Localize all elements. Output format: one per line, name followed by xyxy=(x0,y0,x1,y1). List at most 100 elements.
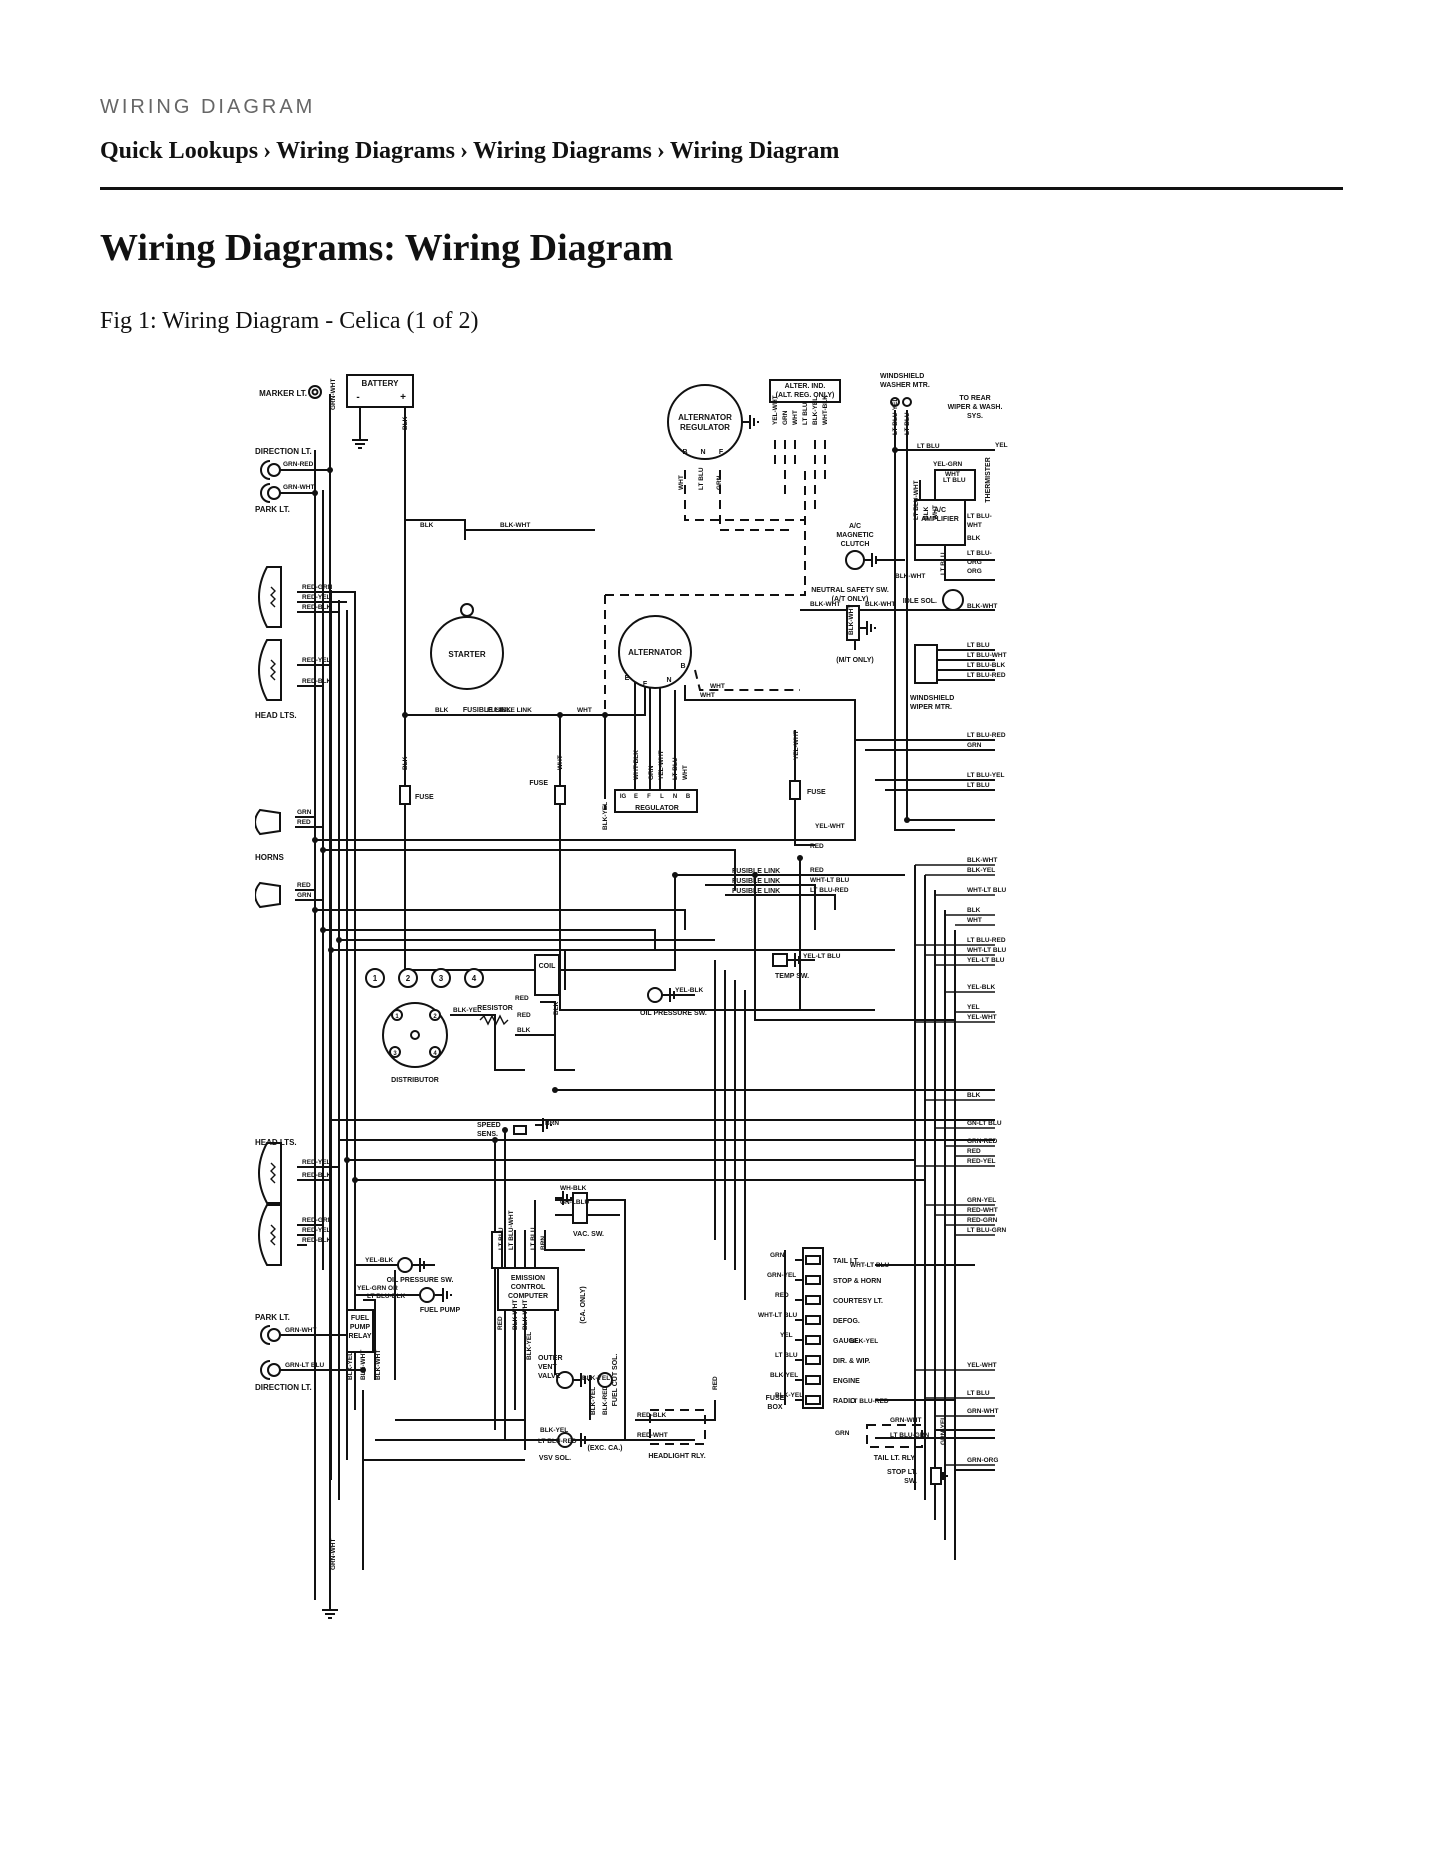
alternator-terminal: F xyxy=(643,681,648,688)
wire-label-coil-dist: BLK xyxy=(553,1001,560,1015)
breadcrumb-wiring-diagram[interactable]: Wiring Diagram xyxy=(669,138,840,164)
fusible-link-label: FUSIBLE LINK xyxy=(732,878,780,885)
wire-label-starter-fusible: WHT xyxy=(710,683,725,690)
wire-label-starter-fusible: YEL-WHT xyxy=(793,730,800,760)
wire-label-fusible-links: RED xyxy=(810,867,824,874)
junction-dot xyxy=(502,1127,508,1133)
direction-lamp-bottom-bulb xyxy=(267,1363,281,1377)
wire-label-wiper: LT BLU-WHT xyxy=(967,652,1007,659)
wire-label-relay: BLK-YEL xyxy=(347,1352,354,1380)
wire-label-fuse-box-wires: YEL xyxy=(780,1332,793,1339)
idle-sol-label: IDLE SOL. xyxy=(903,598,937,605)
wire-label-amp-wires: WHT xyxy=(932,505,939,520)
wire-label-tail-rly: GRN-YEL xyxy=(940,1416,947,1445)
wire-label-amp-wires: WHT xyxy=(967,522,982,529)
ac-amplifier xyxy=(914,499,966,546)
wire xyxy=(363,1299,376,1380)
wire-label-fuse-box-wires: GRN-YEL xyxy=(767,1272,796,1279)
resistor xyxy=(479,1014,509,1026)
wire-label-alter-ind: BLK-YEL xyxy=(812,397,819,425)
coil-label: COIL xyxy=(539,963,556,970)
alt-reg-terminal: B xyxy=(682,449,687,456)
wire-label-fuel-pump: LT BLU-BLK xyxy=(367,1293,405,1300)
oil-pressure-sw-label: OIL PRESSURE SW. xyxy=(640,1010,707,1017)
wire-label-starter-fusible: BLK-WHT xyxy=(500,522,530,529)
marker-lt-label: MARKER LT. xyxy=(259,389,307,398)
neutral-safety-label: NEUTRAL SAFETY SW. xyxy=(811,587,889,594)
breadcrumb-quick-lookups[interactable]: Quick Lookups xyxy=(100,138,259,164)
wire-label-vac: GN-LBLU xyxy=(560,1199,590,1206)
battery-label: BATTERY xyxy=(362,379,400,388)
wire-label-horns: GRN xyxy=(297,809,312,816)
wire-label-right-bundle: LT BLU-GRN xyxy=(967,1227,1007,1234)
wire-label-headlight-bottom: RED-BLK xyxy=(302,1172,332,1179)
vsv-sol xyxy=(557,1432,573,1448)
wire-label-computer: LT BLU-WHT xyxy=(508,1210,515,1250)
fuse-box-label: BOX xyxy=(767,1404,783,1411)
wire-label-alter-ind: WHT xyxy=(792,410,799,425)
wire xyxy=(794,800,815,846)
fuel-pump-relay-label: PUMP xyxy=(350,1324,371,1331)
wire-label-right-bundle: WHT xyxy=(967,917,982,924)
wire-label-right-bundle: BLK-YEL xyxy=(967,867,995,874)
wire-label-washer: LT BLU xyxy=(943,477,966,484)
wire-label-alt-reg: LT BLU xyxy=(698,467,705,490)
wire-label-computer: LT BLU xyxy=(498,1227,505,1250)
breadcrumb-separator: › xyxy=(656,138,665,164)
to-rear-wiper-label: TO REAR xyxy=(959,395,990,402)
wire-label-fuel-cut: BLK-YEL xyxy=(590,1387,597,1415)
wire xyxy=(297,591,356,640)
alt-reg-terminal: F xyxy=(719,449,724,456)
regulator-terminal: L xyxy=(660,794,664,800)
wire-label-coil-dist: BLK-YEL xyxy=(453,1007,481,1014)
ac-clutch xyxy=(845,550,865,570)
wire-label-temp: YEL-LT BLU xyxy=(803,953,841,960)
wire-label-alt-reg: WHT xyxy=(678,475,685,490)
wire-label-fuse-box-wires: BLK-YEL xyxy=(850,1338,878,1345)
fuse-box-circuit-label: DEFOG. xyxy=(833,1318,860,1325)
ac-clutch-label: CLUTCH xyxy=(841,541,870,548)
tail-lt-relay xyxy=(866,1424,923,1448)
wire-label-tail-rly: LT BLU-GRN xyxy=(890,1432,930,1439)
wire-label-horns: RED xyxy=(297,819,311,826)
wire-label-right-mid: GRN xyxy=(967,742,982,749)
stop-lt-sw-label: SW. xyxy=(904,1478,917,1485)
junction-dot xyxy=(492,1137,498,1143)
marker-lamp-bulb xyxy=(311,388,319,396)
fuel-pump-relay xyxy=(346,1309,374,1353)
wire-label-starter-fusible: BLK xyxy=(435,707,449,714)
wire-label-wiper: LT BLU-RED xyxy=(967,672,1006,679)
fuse-box-fuse xyxy=(805,1315,821,1325)
wire-label-fuse-box-wires: BLK-YEL xyxy=(775,1392,803,1399)
fuse-box-circuit-label: STOP & HORN xyxy=(833,1278,881,1285)
wire-label-fuse-box-wires: BLK-YEL xyxy=(770,1372,798,1379)
wire-label-washer: LT BLU xyxy=(917,443,940,450)
wire xyxy=(450,1014,525,1071)
junction-dot xyxy=(312,907,318,913)
cylinder-circle xyxy=(431,968,451,988)
wire-label-headlight-top: RED-BLK xyxy=(302,604,332,611)
starter-label: STARTER xyxy=(448,650,485,659)
head-lts-bottom-label: HEAD LTS. xyxy=(255,1138,297,1147)
ac-clutch-label: A/C xyxy=(849,523,861,530)
wire xyxy=(719,470,795,531)
wire-label-headlight-top: RED-BLK xyxy=(302,678,332,685)
breadcrumb-wiring-diagrams-sub[interactable]: Wiring Diagrams xyxy=(472,138,652,164)
cylinder-circle xyxy=(365,968,385,988)
outer-vent-valve xyxy=(556,1371,574,1389)
speed-sens-label: SPEED xyxy=(477,1122,501,1129)
wires xyxy=(280,394,995,1619)
wire-label-fuse-box-wires: RED xyxy=(775,1292,789,1299)
wire-label-right-bundle: RED-GRN xyxy=(967,1217,998,1224)
breadcrumb-wiring-diagrams[interactable]: Wiring Diagrams xyxy=(276,138,455,164)
oil-pressure-sw-lower-label: OIL PRESSURE SW. xyxy=(387,1277,454,1284)
washer-terminal xyxy=(902,397,912,407)
oil-pressure-sw xyxy=(647,987,663,1003)
washer-terminal xyxy=(890,397,900,407)
wire-label-starter-fusible: BLK xyxy=(420,522,434,529)
horn-upper xyxy=(255,808,281,836)
wire-label-alter-ind: WHT-BLK xyxy=(822,395,829,425)
junction-dot xyxy=(320,847,326,853)
wire xyxy=(694,669,800,691)
fuse-box-circuit-label: GAUGE xyxy=(833,1338,859,1345)
